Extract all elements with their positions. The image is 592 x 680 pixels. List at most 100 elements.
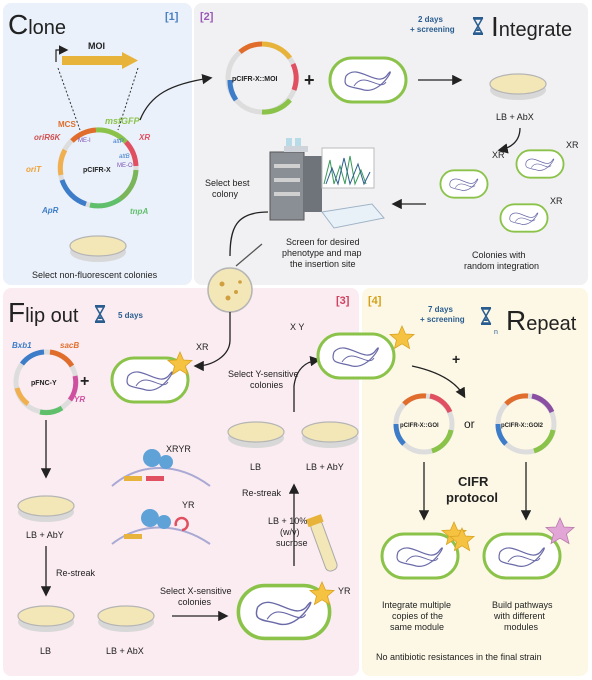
star-flipped-icon xyxy=(308,581,336,606)
colonies-caption-1: Colonies with xyxy=(472,250,526,260)
plus-sign-integrate: + xyxy=(304,70,315,90)
plasmid-name-pcifr-x: pCIFR-X xyxy=(83,167,111,174)
arrow-repeat-curve xyxy=(411,365,466,399)
screen-caption-1: Screen for desired xyxy=(286,237,360,247)
arrow-to-repeat xyxy=(293,355,321,412)
star-flipout-icon xyxy=(166,351,194,376)
left-caption-1: Integrate multiple xyxy=(382,600,451,610)
pfnc-y-plasmid xyxy=(13,349,79,416)
select-y-1: Select Y-sensitive xyxy=(228,369,299,379)
star-repeat-icon xyxy=(388,325,416,350)
feature-tnpa: tnpA xyxy=(130,207,148,216)
plate-lb-aby-2 xyxy=(301,421,359,449)
hplc-instrument-icon xyxy=(269,138,322,221)
moi-cassette xyxy=(62,56,122,65)
pcifr-x-plasmid xyxy=(57,127,139,209)
plasmid-name-goi2: pCIFR-X::GOI2 xyxy=(501,423,544,429)
plus-sign-repeat: + xyxy=(452,351,460,367)
recombinase-diagram-2 xyxy=(111,509,211,545)
plate-lb-y xyxy=(227,421,285,449)
time-flipout: 5 days xyxy=(118,311,143,320)
feature-orir6k: oriR6K xyxy=(34,133,61,142)
colony-cell-2 xyxy=(515,149,565,179)
star-pathway-icon xyxy=(544,517,576,545)
plate-label-lb-aby-2: LB + AbY xyxy=(306,462,344,472)
panel-clone-tag: [1] xyxy=(165,11,179,23)
pcifr-x-goi2-plasmid xyxy=(495,393,557,455)
plate-label-lb-aby-1: LB + AbY xyxy=(26,530,64,540)
cell-pathway xyxy=(482,532,562,580)
xr-flipout: XR xyxy=(196,342,209,352)
chromatogram-icon xyxy=(321,147,375,189)
select-best-2: colony xyxy=(212,189,239,199)
plate-label-lb-abx: LB + AbX xyxy=(496,112,534,122)
feature-me-o: ME-O xyxy=(117,163,133,169)
pcifr-x-moi-plasmid xyxy=(225,41,299,115)
arrow-clone-to-integrate xyxy=(139,74,213,121)
sucrose-label-3: sucrose xyxy=(276,538,308,548)
moi-label: MOI xyxy=(88,41,105,51)
plasmid-name-goi: pCIFR-X::GOI xyxy=(400,423,439,429)
right-caption-1: Build pathways xyxy=(492,600,553,610)
footer-no-antibiotic: No antibiotic resistances in the final s… xyxy=(376,652,542,662)
panel-clone-bg xyxy=(3,3,192,285)
feature-apr: ApR xyxy=(41,206,59,215)
panel-flipout-title: Flip out xyxy=(8,297,79,328)
feature-me-i: ME-I xyxy=(78,138,91,144)
yr-flipped: YR xyxy=(338,586,351,596)
arrow-screen-to-colony xyxy=(229,211,269,257)
xr-colony-3: XR xyxy=(550,196,563,206)
feature-bxb1: Bxb1 xyxy=(12,341,32,350)
colonies-caption-2: random integration xyxy=(464,261,539,271)
right-caption-2: with different xyxy=(493,611,545,621)
promoter-arrow-icon xyxy=(55,45,69,62)
moi-dash-right xyxy=(117,67,139,131)
colony-magnifier-icon xyxy=(207,243,263,313)
colony-cell-1 xyxy=(439,169,489,199)
plate-lb-abx-flip xyxy=(97,605,155,633)
yr-recomb-label: YR xyxy=(182,500,195,510)
pcifr-x-goi-plasmid xyxy=(393,393,455,455)
right-caption-3: modules xyxy=(504,622,539,632)
plate-clone xyxy=(69,235,127,263)
feature-mcs: MCS xyxy=(58,120,76,129)
select-best-1: Select best xyxy=(205,178,250,188)
screen-caption-3: the insertion site xyxy=(290,259,356,269)
plate-label-lb-abx-flip: LB + AbX xyxy=(106,646,144,656)
panel-flipout-tag: [3] xyxy=(336,295,350,307)
plate-label-lb-y: LB xyxy=(250,462,261,472)
moi-dash-left xyxy=(57,67,81,131)
left-caption-3: same module xyxy=(390,622,444,632)
plate-lb-aby-1 xyxy=(17,495,75,523)
well-plate-icon xyxy=(321,203,385,229)
panel-repeat-tag: [4] xyxy=(368,295,382,307)
time-repeat-1: 7 days xyxy=(428,305,453,314)
xr-colony-1: XR xyxy=(492,150,505,160)
restreak-label-2: Re-streak xyxy=(242,488,282,498)
select-x-2: colonies xyxy=(178,597,212,607)
hourglass-n: n xyxy=(494,329,498,336)
plasmid-name-pfnc-y: pFNC-Y xyxy=(31,380,57,387)
panel-repeat-title: Repeat xyxy=(506,305,577,336)
sucrose-label-2: (w/v) xyxy=(280,527,300,537)
plate-label-lb-flip: LB xyxy=(40,646,51,656)
star-multi-2-icon xyxy=(448,527,476,552)
feature-orit: oriT xyxy=(26,165,42,174)
plus-sign-flipout: + xyxy=(80,373,89,390)
screen-caption-2: phenotype and map xyxy=(282,248,362,258)
arrow-colony-to-flipout xyxy=(193,312,231,372)
colony-cell-3 xyxy=(499,203,549,233)
sucrose-label-1: LB + 10% xyxy=(268,516,307,526)
feature-msfgfp: msfGFP xyxy=(105,116,141,126)
moi-arrowhead xyxy=(122,52,138,69)
cifr-protocol-1: CIFR xyxy=(458,474,489,489)
time-integrate-1: 2 days xyxy=(418,15,443,24)
cifr-protocol-2: protocol xyxy=(446,490,498,505)
xryr-label: XRYR xyxy=(166,444,191,454)
left-caption-2: copies of the xyxy=(392,611,443,621)
time-integrate-2: + screening xyxy=(410,25,455,34)
panel-integrate-title: Integrate xyxy=(491,11,572,42)
select-x-1: Select X-sensitive xyxy=(160,586,232,596)
panel-flipout-bg xyxy=(3,288,359,676)
